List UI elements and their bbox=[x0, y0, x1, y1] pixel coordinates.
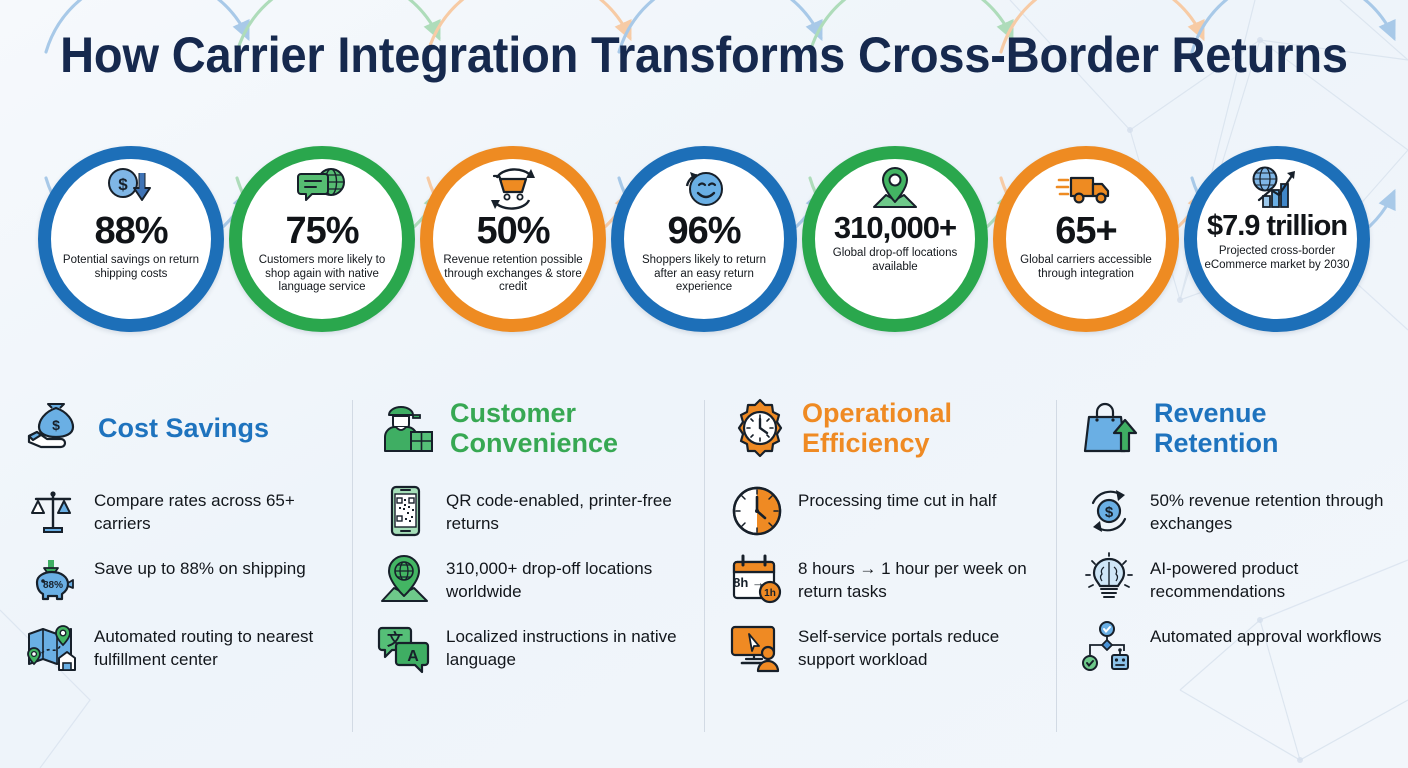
column-header: Operational Efficiency bbox=[730, 386, 1034, 470]
bullet-text: Localized instructions in native languag… bbox=[446, 627, 677, 669]
piggy-bank-icon: 88% bbox=[26, 552, 80, 606]
column-revenue-retention: Revenue Retention $ 50% revenue retentio… bbox=[1056, 386, 1408, 756]
calendar-badge-to: 1h bbox=[764, 588, 776, 599]
bullet-item: Automated approval workflows bbox=[1082, 620, 1386, 674]
bullet-item: Self-service portals reduce support work… bbox=[730, 620, 1034, 674]
column-operational-efficiency: Operational Efficiency bbox=[704, 386, 1056, 756]
svg-text:$: $ bbox=[118, 175, 128, 194]
stat-value: 310,000+ bbox=[833, 210, 957, 245]
bullet-text: Compare rates across 65+ carriers bbox=[94, 491, 295, 533]
bullet-text: 8 hours → 1 hour per week on return task… bbox=[798, 559, 1027, 601]
bullet-item: AI-powered product recommendations bbox=[1082, 552, 1386, 606]
column-title: Customer Convenience bbox=[450, 398, 619, 458]
bullet-text: Processing time cut in half bbox=[798, 491, 997, 510]
column-title: Operational Efficiency bbox=[802, 398, 953, 458]
dollar-cycle-icon: $ bbox=[1082, 484, 1136, 538]
delivery-person-box-icon bbox=[378, 398, 438, 458]
globe-growth-chart-icon bbox=[1249, 165, 1305, 211]
column-cost-savings: $ Cost Savings bbox=[0, 386, 352, 756]
bullet-item: 文 A Localized instructions in native lan… bbox=[377, 620, 682, 674]
delivery-truck-icon bbox=[1055, 165, 1115, 211]
stat-circle-65-carriers: 65+ Global carriers accessible through i… bbox=[993, 146, 1179, 332]
column-customer-convenience: Customer Convenience bbox=[352, 386, 704, 756]
bullet-text: AI-powered product recommendations bbox=[1150, 559, 1299, 601]
stat-caption: Potential savings on return shipping cos… bbox=[62, 254, 200, 280]
feature-columns: $ Cost Savings bbox=[0, 386, 1408, 756]
translate-chat-icon: 文 A bbox=[377, 620, 432, 674]
gear-clock-icon bbox=[730, 398, 790, 458]
stat-value: 88% bbox=[94, 210, 168, 252]
stat-value: $7.9 trillion bbox=[1206, 210, 1348, 242]
column-header: Customer Convenience bbox=[378, 386, 682, 470]
column-header: $ Cost Savings bbox=[26, 386, 330, 470]
chat-globe-icon bbox=[295, 165, 349, 211]
map-pin-location-icon bbox=[870, 165, 920, 211]
column-header: Revenue Retention bbox=[1082, 386, 1386, 470]
stat-caption: Customers more likely to shop again with… bbox=[258, 254, 386, 293]
smiley-return-icon bbox=[679, 165, 729, 211]
shopping-bag-up-arrow-icon bbox=[1082, 398, 1142, 458]
column-title: Cost Savings bbox=[98, 413, 270, 443]
stat-value: 65+ bbox=[1055, 210, 1117, 252]
stat-value: 96% bbox=[667, 210, 741, 252]
bullet-item: $ 50% revenue retention through exchange… bbox=[1082, 484, 1386, 538]
bullet-text: Automated routing to nearest fulfillment… bbox=[94, 627, 314, 669]
cart-return-arrows-icon bbox=[484, 165, 542, 211]
globe-pin-map-icon bbox=[378, 552, 432, 606]
translate-badge-target: A bbox=[407, 648, 419, 665]
bullet-item: 88% Save up to 88% on shipping bbox=[26, 552, 330, 606]
svg-text:$: $ bbox=[1105, 504, 1114, 521]
workflow-robot-check-icon bbox=[1082, 620, 1136, 674]
stat-value: 75% bbox=[285, 210, 359, 252]
stat-caption: Revenue retention possible through excha… bbox=[443, 254, 583, 293]
svg-text:$: $ bbox=[52, 417, 60, 433]
bullet-text: Automated approval workflows bbox=[1150, 627, 1382, 646]
bullet-item: Automated routing to nearest fulfillment… bbox=[26, 620, 330, 674]
page-title: How Carrier Integration Transforms Cross… bbox=[60, 27, 1348, 83]
stat-caption: Projected cross-border eCommerce market … bbox=[1204, 245, 1350, 271]
dollar-coin-down-arrow-icon: $ bbox=[104, 165, 158, 211]
phone-qr-code-icon bbox=[378, 484, 432, 538]
monitor-cursor-user-icon bbox=[730, 620, 784, 674]
stat-circle-75-percent: 75% Customers more likely to shop again … bbox=[229, 146, 415, 332]
bullet-item: Compare rates across 65+ carriers bbox=[26, 484, 330, 538]
stat-circle-96-percent: 96% Shoppers likely to return after an e… bbox=[611, 146, 797, 332]
bullet-item: Processing time cut in half bbox=[730, 484, 1034, 538]
stat-caption: Global carriers accessible through integ… bbox=[1020, 254, 1152, 280]
piggy-badge-value: 88% bbox=[43, 580, 63, 591]
bullet-item: QR code-enabled, printer-free returns bbox=[378, 484, 682, 538]
stat-caption: Shoppers likely to return after an easy … bbox=[641, 254, 766, 293]
map-route-warehouse-icon bbox=[26, 620, 80, 674]
stat-circle-88-percent: $ 88% Potential savings on return shippi… bbox=[38, 146, 224, 332]
bullet-text: 50% revenue retention through exchanges bbox=[1150, 491, 1384, 533]
lightbulb-brain-icon bbox=[1082, 552, 1136, 606]
column-title: Revenue Retention bbox=[1154, 398, 1279, 458]
stat-caption: Global drop-off locations available bbox=[832, 247, 958, 273]
bullet-item: 310,000+ drop-off locations worldwide bbox=[378, 552, 682, 606]
stat-circle-50-percent: 50% Revenue retention possible through e… bbox=[420, 146, 606, 332]
bullet-text: Self-service portals reduce support work… bbox=[798, 627, 1000, 669]
calendar-hours-icon: 8h → 1h bbox=[730, 552, 784, 606]
bullet-text: Save up to 88% on shipping bbox=[94, 559, 306, 578]
bullet-item: 8h → 1h 8 hours → 1 hour per week on ret… bbox=[730, 552, 1034, 606]
half-clock-icon bbox=[730, 484, 784, 538]
stat-value: 50% bbox=[476, 210, 550, 252]
stat-circle-79-trillion: $7.9 trillion Projected cross-border eCo… bbox=[1184, 146, 1370, 332]
stat-circle-row: $ 88% Potential savings on return shippi… bbox=[0, 132, 1408, 362]
calendar-badge-from: 8h → bbox=[733, 575, 765, 590]
bullet-text: 310,000+ drop-off locations worldwide bbox=[446, 559, 653, 601]
balance-scale-icon bbox=[26, 484, 80, 538]
stat-circle-310000-locations: 310,000+ Global drop-off locations avail… bbox=[802, 146, 988, 332]
bullet-text: QR code-enabled, printer-free returns bbox=[446, 491, 672, 533]
money-bag-hand-icon: $ bbox=[26, 398, 86, 458]
